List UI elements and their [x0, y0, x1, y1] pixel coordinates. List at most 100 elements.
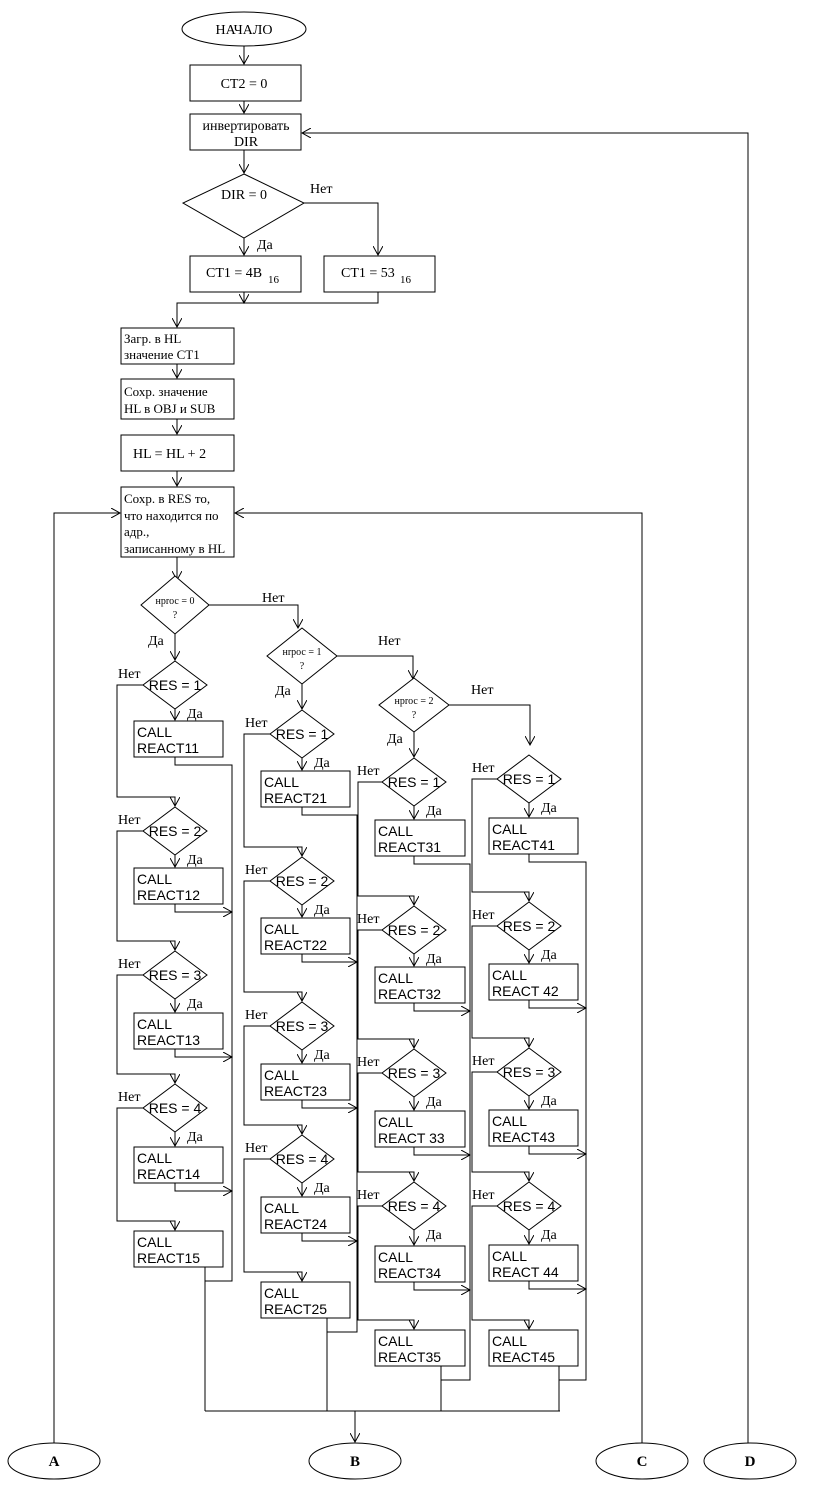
res-cond-label: RES = 4: [388, 1198, 441, 1214]
column-cond-label: нрrос = 2: [394, 696, 433, 707]
column-cond-qmark: ?: [300, 661, 305, 672]
call-box-rect: [374, 1110, 466, 1148]
flow-arrow: [301, 1100, 357, 1108]
call-box-rect: [488, 817, 579, 855]
dir-decision: DIR = 0: [181, 173, 306, 239]
res-cond-label: RES = 3: [388, 1065, 441, 1081]
res-cond-label: RES = 3: [503, 1064, 556, 1080]
res-no-label: Нет: [357, 912, 379, 927]
flow-arrow: [528, 854, 587, 1381]
call-box-rect: [260, 1063, 351, 1101]
res-yes-label: Да: [187, 1130, 204, 1145]
res-no-label: Нет: [118, 1090, 140, 1105]
call-target: REACT 33: [378, 1130, 445, 1146]
connector-c: C: [595, 1442, 689, 1480]
call-box-2-3: [260, 1063, 351, 1101]
call-box-4-4: [488, 1244, 579, 1282]
col1-no-label: Нет: [262, 591, 284, 606]
flow-arrow: [174, 1049, 232, 1057]
res-yes-label: Да: [187, 997, 204, 1012]
ct1-a-sub: 16: [268, 274, 280, 286]
call-target: REACT25: [264, 1301, 327, 1317]
res-no-label: Нет: [118, 813, 140, 828]
flow-arrow: [243, 880, 302, 1001]
flow-arrow: [301, 1233, 357, 1241]
hl-plus-box: HL = HL + 2: [120, 434, 235, 472]
flow-arrow: [174, 1183, 232, 1191]
res-cond-label: RES = 1: [149, 677, 202, 693]
call-keyword: CALL: [378, 823, 413, 839]
flow-arrow: [174, 757, 233, 1282]
flow-arrow: [413, 856, 471, 1381]
res-yes-label: Да: [426, 804, 443, 819]
call-box-3-1: [374, 819, 466, 857]
ct2-init-box: CT2 = 0: [189, 64, 302, 102]
call-box-rect: [488, 963, 579, 1001]
invert-line-1: инвертировать: [203, 119, 290, 134]
save-res-line-3: адр.,: [124, 524, 149, 539]
call-box-4-3: [488, 1109, 579, 1147]
res-cond-label: RES = 4: [276, 1151, 329, 1167]
column-yes-label: Да: [148, 634, 165, 649]
res-cond-label: RES = 2: [149, 823, 202, 839]
ct1-b-sub: 16: [400, 274, 412, 286]
flow-arrow: [528, 1281, 586, 1289]
call-keyword: CALL: [492, 967, 527, 983]
res-cond-label: RES = 2: [388, 922, 441, 938]
call-target: REACT43: [492, 1129, 555, 1145]
call-keyword: CALL: [264, 1067, 299, 1083]
res-yes-label: Да: [541, 801, 558, 816]
res-yes-label: Да: [426, 1228, 443, 1243]
save-res-box: Сохр. в RES то, что находится по адр., з…: [120, 486, 235, 558]
res-cond-label: RES = 4: [149, 1100, 202, 1116]
call-target: REACT45: [492, 1349, 555, 1365]
dir-cond-label: DIR = 0: [221, 188, 267, 203]
res-no-label: Нет: [245, 1141, 267, 1156]
res-yes-label: Да: [426, 1095, 443, 1110]
flow-arrow: [177, 292, 379, 327]
flow-arrow: [301, 807, 358, 1333]
call-keyword: CALL: [137, 1150, 172, 1166]
res-cond-label: RES = 3: [276, 1018, 329, 1034]
call-keyword: CALL: [378, 1114, 413, 1130]
call-target: REACT11: [137, 740, 199, 756]
call-keyword: CALL: [264, 1285, 299, 1301]
call-target: REACT 42: [492, 983, 559, 999]
call-box-rect: [374, 1245, 466, 1283]
call-target: REACT21: [264, 790, 327, 806]
call-target: REACT12: [137, 887, 200, 903]
call-keyword: CALL: [378, 1333, 413, 1349]
call-keyword: CALL: [378, 1249, 413, 1265]
dir-no-label: Нет: [310, 182, 332, 197]
call-box-rect: [488, 1109, 579, 1147]
call-box-rect: [133, 1230, 224, 1268]
call-target: REACT24: [264, 1216, 327, 1232]
res-yes-label: Да: [541, 1094, 558, 1109]
save-res-line-2: что находится по: [124, 508, 219, 523]
call-keyword: CALL: [492, 1333, 527, 1349]
call-box-3-4: [374, 1245, 466, 1283]
res-no-label: Нет: [357, 1188, 379, 1203]
flow-arrow: [243, 1025, 302, 1134]
res-yes-label: Да: [541, 948, 558, 963]
call-keyword: CALL: [492, 1113, 527, 1129]
load-hl-box: Загр. в HL значение CT1: [120, 327, 235, 365]
flow-arrow: [357, 929, 414, 1048]
flow-arrow: [243, 1158, 302, 1281]
loop-line-a: [53, 513, 120, 1443]
call-target: REACT15: [137, 1250, 200, 1266]
call-box-4-2: [488, 963, 579, 1001]
call-box-1-1: [133, 720, 224, 758]
call-target: REACT13: [137, 1032, 200, 1048]
res-no-label: Нет: [118, 957, 140, 972]
loop-line-d: [302, 133, 749, 1443]
res-cond-label: RES = 1: [276, 726, 329, 742]
res-cond-label: RES = 4: [503, 1198, 556, 1214]
call-box-1-3: [133, 1012, 224, 1050]
call-box-3-5: [374, 1329, 466, 1367]
flow-arrow: [471, 925, 529, 1047]
flow-arrow: [413, 1003, 470, 1011]
flow-arrow: [301, 954, 357, 962]
call-box-rect: [374, 1329, 466, 1367]
